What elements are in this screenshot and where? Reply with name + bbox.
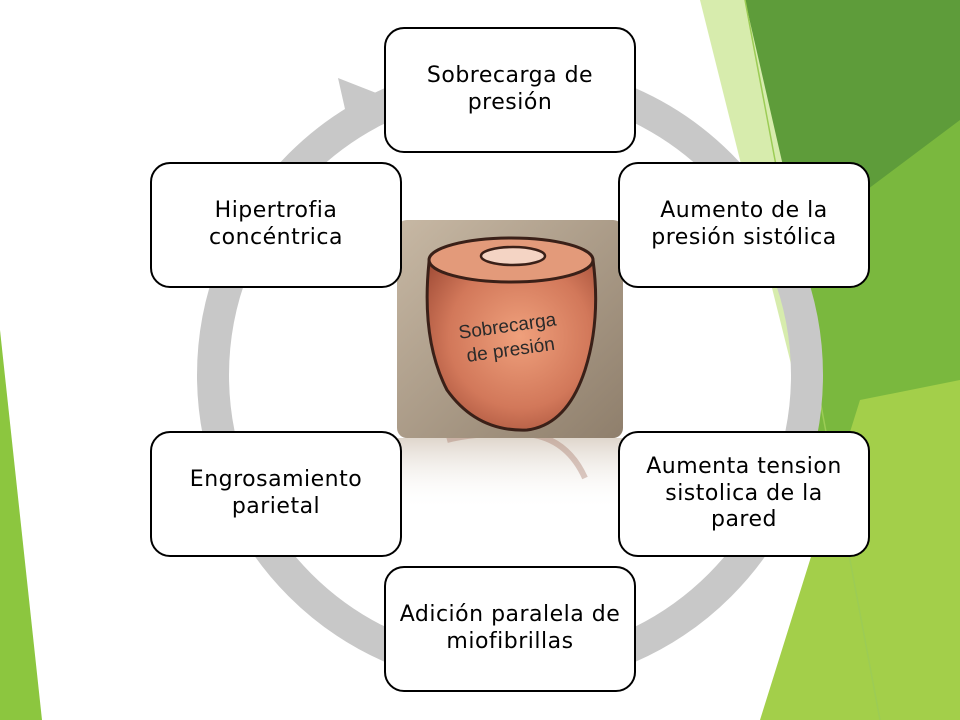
left-green-accent	[0, 330, 42, 720]
cycle-node-wall-thickening: Engrosamiento parietal	[150, 431, 402, 557]
cycle-arrow-head	[338, 78, 384, 140]
cycle-node-wall-tension-increase: Aumenta tension sistolica de la pared	[618, 431, 870, 557]
heart-reflection	[397, 438, 623, 510]
heart-illustration: Sobrecarga de presión	[397, 220, 623, 438]
heart-ventricle	[425, 258, 598, 432]
cycle-node-pressure-overload: Sobrecarga de presión	[384, 27, 636, 153]
cycle-node-parallel-myofibrils: Adición paralela de miofibrillas	[384, 566, 636, 692]
cycle-node-systolic-pressure-increase: Aumento de la presión sistólica	[618, 162, 870, 288]
heart-lumen	[479, 245, 547, 267]
cycle-node-concentric-hypertrophy: Hipertrofia concéntrica	[150, 162, 402, 288]
